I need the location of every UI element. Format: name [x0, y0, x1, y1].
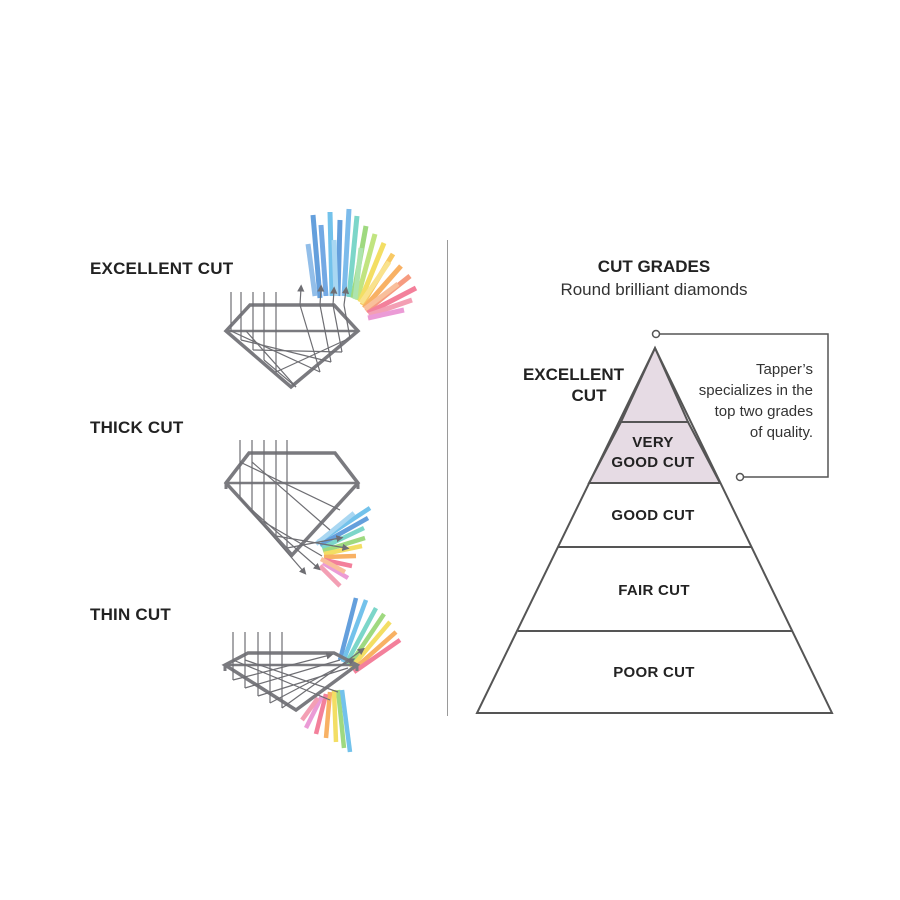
- thick-cut-label: THICK CUT: [90, 418, 184, 437]
- cut-grades-title: CUT GRADES: [597, 257, 711, 276]
- specialization-note: Tapper’s specializes in the top two grad…: [663, 359, 813, 443]
- fair-cut-label: FAIR CUT: [618, 582, 690, 599]
- note-line: specializes in the: [698, 382, 813, 399]
- poor-cut-label: POOR CUT: [613, 664, 695, 681]
- note-line: Tapper’s: [756, 361, 813, 378]
- cut-grade-pyramid: [475, 345, 834, 714]
- thick-spectrum: [314, 506, 372, 588]
- note-line: of quality.: [749, 424, 813, 441]
- thin-spectrum: [300, 597, 402, 753]
- excellent-label-line2: CUT: [571, 386, 607, 405]
- good-cut-label: GOOD CUT: [611, 507, 695, 524]
- excellent-cut-pyramid-label: EXCELLENT CUT: [494, 364, 624, 406]
- thin-diamond: [221, 632, 365, 713]
- note-line: top two grades: [714, 403, 813, 420]
- thick-diamond: [223, 440, 361, 575]
- excellent-label-line1: EXCELLENT: [522, 365, 624, 384]
- very-good-line1: VERY: [632, 434, 674, 451]
- very-good-cut-label: VERY GOOD CUT: [553, 433, 753, 473]
- pyramid-outline: [475, 345, 834, 714]
- panel-divider: [447, 240, 448, 716]
- excellent-diamond: [223, 284, 361, 390]
- very-good-line2: GOOD CUT: [611, 454, 695, 471]
- cut-grades-subtitle: Round brilliant diamonds: [560, 280, 748, 299]
- note-bracket: [651, 329, 829, 482]
- excellent-spectrum: [305, 208, 418, 321]
- excellent-cut-label: EXCELLENT CUT: [90, 259, 234, 278]
- thin-cut-label: THIN CUT: [90, 605, 171, 624]
